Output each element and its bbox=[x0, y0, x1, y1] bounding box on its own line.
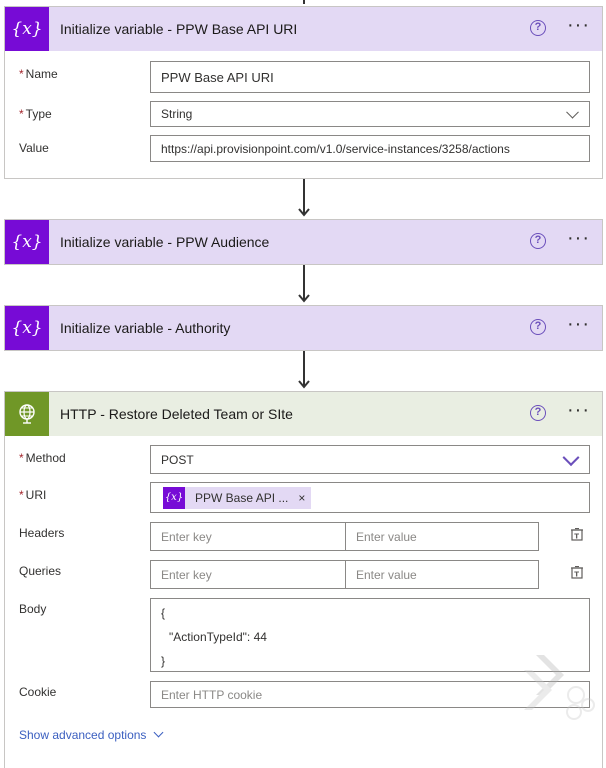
method-label: *Method bbox=[19, 451, 66, 465]
variable-icon: {x} bbox=[5, 7, 49, 51]
help-icon[interactable]: ? bbox=[530, 233, 546, 249]
name-input[interactable]: PPW Base API URI bbox=[150, 61, 590, 93]
card-title: Initialize variable - PPW Base API URI bbox=[60, 21, 298, 37]
token-label: PPW Base API ... bbox=[195, 490, 289, 505]
card-header[interactable]: HTTP - Restore Deleted Team or SIte ? ··… bbox=[5, 392, 602, 436]
chevron-down-icon bbox=[562, 448, 580, 466]
uri-input[interactable]: {x} PPW Base API ... × bbox=[150, 482, 590, 513]
queries-label: Queries bbox=[19, 564, 62, 578]
body-line: "ActionTypeId": 44 bbox=[169, 630, 267, 644]
uri-label: *URI bbox=[19, 488, 47, 502]
help-icon[interactable]: ? bbox=[530, 20, 546, 36]
more-options-icon[interactable]: ··· bbox=[567, 14, 590, 36]
more-options-icon[interactable]: ··· bbox=[567, 313, 590, 335]
cookie-input[interactable]: Enter HTTP cookie bbox=[150, 681, 590, 708]
connector bbox=[303, 179, 305, 215]
remove-token-icon[interactable]: × bbox=[298, 490, 306, 505]
switch-to-text-mode-icon[interactable]: T bbox=[571, 566, 583, 579]
connector-top bbox=[303, 0, 305, 4]
headers-value-input[interactable]: Enter value bbox=[345, 522, 539, 551]
chevron-down-icon bbox=[153, 727, 164, 738]
action-card-authority[interactable]: {x} Initialize variable - Authority ? ··… bbox=[4, 305, 603, 351]
watermark-logo bbox=[524, 655, 595, 720]
queries-key-input[interactable]: Enter key bbox=[150, 560, 346, 589]
value-input[interactable]: https://api.provisionpoint.com/v1.0/serv… bbox=[150, 135, 590, 162]
headers-label: Headers bbox=[19, 526, 65, 540]
connector bbox=[303, 351, 305, 387]
body-line: } bbox=[161, 654, 166, 668]
card-title: Initialize variable - Authority bbox=[60, 320, 231, 336]
card-title: Initialize variable - PPW Audience bbox=[60, 234, 270, 250]
switch-to-text-mode-icon[interactable]: T bbox=[571, 528, 583, 541]
card-header[interactable]: {x} Initialize variable - PPW Base API U… bbox=[5, 7, 602, 51]
body-line: { bbox=[161, 606, 166, 620]
svg-text:T: T bbox=[574, 571, 579, 579]
type-label: *Type bbox=[19, 107, 52, 121]
variable-icon: {x} bbox=[5, 306, 49, 350]
connector bbox=[303, 265, 305, 301]
cookie-label: Cookie bbox=[19, 685, 57, 699]
type-select[interactable]: String bbox=[150, 101, 590, 127]
show-advanced-options-link[interactable]: Show advanced options bbox=[19, 727, 164, 742]
action-card-ppw-audience[interactable]: {x} Initialize variable - PPW Audience ?… bbox=[4, 219, 603, 265]
variable-icon: {x} bbox=[163, 486, 185, 509]
more-options-icon[interactable]: ··· bbox=[567, 227, 590, 249]
variable-icon: {x} bbox=[5, 220, 49, 264]
help-icon[interactable]: ? bbox=[530, 319, 546, 335]
action-card-base-api-uri: {x} Initialize variable - PPW Base API U… bbox=[4, 6, 603, 179]
queries-value-input[interactable]: Enter value bbox=[345, 560, 539, 589]
arrow-down-icon bbox=[298, 294, 310, 303]
chevron-down-icon bbox=[566, 105, 579, 119]
card-header[interactable]: {x} Initialize variable - PPW Audience ?… bbox=[5, 220, 602, 264]
card-header[interactable]: {x} Initialize variable - Authority ? ··… bbox=[5, 306, 602, 350]
method-select[interactable]: POST bbox=[150, 445, 590, 474]
help-icon[interactable]: ? bbox=[530, 405, 546, 421]
dynamic-content-token[interactable]: {x} PPW Base API ... × bbox=[163, 486, 312, 509]
arrow-down-icon bbox=[298, 380, 310, 389]
name-label: *Name bbox=[19, 67, 58, 81]
value-label: Value bbox=[19, 141, 49, 155]
globe-icon bbox=[5, 392, 49, 436]
body-label: Body bbox=[19, 602, 47, 616]
headers-key-input[interactable]: Enter key bbox=[150, 522, 346, 551]
arrow-down-icon bbox=[298, 208, 310, 217]
action-card-http: HTTP - Restore Deleted Team or SIte ? ··… bbox=[4, 391, 603, 768]
more-options-icon[interactable]: ··· bbox=[567, 399, 590, 421]
body-textarea[interactable]: { "ActionTypeId": 44 } bbox=[150, 598, 590, 672]
card-title: HTTP - Restore Deleted Team or SIte bbox=[60, 406, 293, 422]
svg-text:T: T bbox=[574, 533, 579, 541]
